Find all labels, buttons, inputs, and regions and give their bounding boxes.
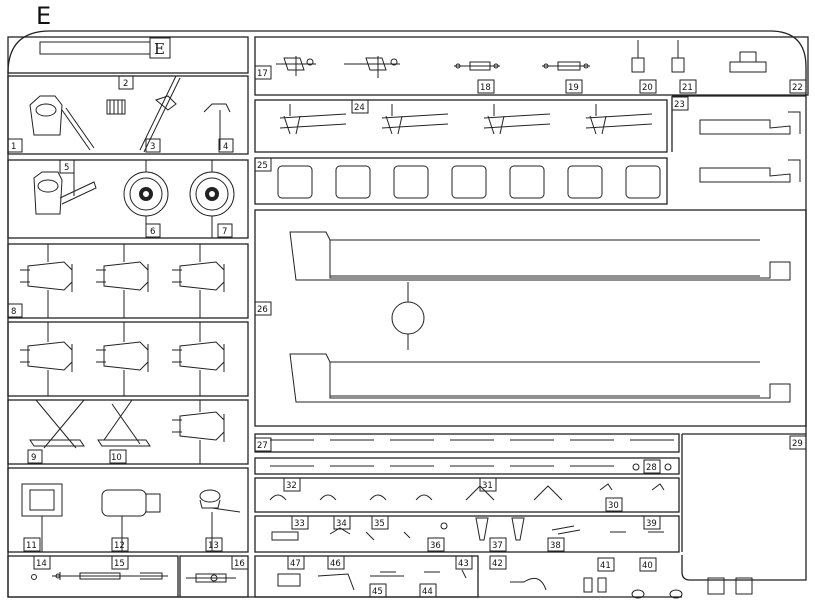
- part-26-drawing: [289, 231, 791, 403]
- part-number-12: 12: [114, 541, 125, 551]
- part-number-14: 14: [36, 559, 47, 569]
- parts-30-32-drawing: [269, 483, 665, 501]
- frame-part-16: [179, 555, 249, 598]
- part-4-drawing: [203, 103, 231, 150]
- part-14-15-drawing: [31, 572, 168, 580]
- frame-part-27: [254, 433, 680, 453]
- part-number-3: 3: [150, 142, 155, 152]
- part-number-30: 30: [608, 501, 619, 511]
- part-number-19: 19: [568, 83, 579, 93]
- parts-17-22-drawing: [276, 40, 767, 78]
- part-3-drawing: [139, 75, 181, 153]
- frame-parts-30-32: [254, 477, 680, 513]
- part-7-wheel: [189, 160, 235, 238]
- parts-40-42-drawing: [510, 577, 753, 599]
- part-number-28: 28: [646, 463, 657, 473]
- part-number-16: 16: [234, 559, 245, 569]
- part-number-45: 45: [372, 587, 383, 597]
- part-13-drawing: [199, 489, 241, 552]
- frame-part-25: [254, 157, 668, 205]
- part-number-18: 18: [480, 83, 491, 93]
- part-number-8: 8: [11, 307, 16, 317]
- part-number-29: 29: [792, 439, 803, 449]
- part-number-38: 38: [550, 541, 561, 551]
- frame-part-8b: [7, 321, 249, 397]
- parts-33-39-drawing: [271, 517, 664, 541]
- frame-parts-43-47: [254, 555, 479, 598]
- part-11-drawing: [21, 483, 63, 552]
- frame-part-23: [671, 95, 806, 152]
- part-number-47: 47: [290, 559, 301, 569]
- part-5-drawing: [33, 166, 97, 215]
- part-number-34: 34: [336, 519, 347, 529]
- part-number-4: 4: [223, 142, 228, 152]
- frame-parts-33-39: [254, 515, 680, 553]
- part-number-6: 6: [150, 227, 155, 237]
- parts-43-47-drawing: [277, 569, 467, 591]
- part-number-11: 11: [26, 541, 37, 551]
- part-12-drawing: [101, 489, 161, 552]
- part-number-labels: 1 2 3 4 5 6 7 8 9 10 11 12 13 14 15 16 1…: [7, 65, 807, 598]
- frame-part-24: [254, 99, 668, 153]
- part-2-drawing: [106, 99, 126, 115]
- part-number-31: 31: [482, 481, 493, 491]
- frame-parts-17-22: [254, 36, 809, 96]
- part-16-drawing: [186, 573, 236, 583]
- frame-part-8: [7, 243, 249, 319]
- part-8-brackets: [20, 244, 225, 396]
- part-number-26: 26: [257, 305, 268, 315]
- part-number-42: 42: [492, 559, 503, 569]
- part-number-46: 46: [330, 559, 341, 569]
- part-number-27: 27: [257, 441, 268, 451]
- part-number-2: 2: [123, 79, 128, 89]
- part-27-28-drawing: [270, 439, 674, 471]
- part-number-7: 7: [222, 227, 227, 237]
- frame-part-26: [254, 209, 807, 427]
- part-number-33: 33: [294, 519, 305, 529]
- part-number-15: 15: [114, 559, 125, 569]
- part-number-40: 40: [642, 561, 653, 571]
- part-number-36: 36: [430, 541, 441, 551]
- part-number-22: 22: [792, 83, 803, 93]
- part-number-10: 10: [111, 453, 122, 463]
- part-24-drawing: [279, 104, 653, 135]
- frame-parts-11-13: [7, 467, 249, 553]
- part-number-5: 5: [64, 163, 69, 173]
- part-number-24: 24: [354, 103, 365, 113]
- part-8c-bracket: [172, 400, 225, 464]
- part-1-drawing: [29, 95, 95, 151]
- part-number-35: 35: [374, 519, 385, 529]
- part-number-44: 44: [422, 587, 433, 597]
- part-number-39: 39: [646, 519, 657, 529]
- part-number-23: 23: [674, 100, 685, 110]
- frame-parts-14-15: [7, 555, 179, 598]
- part-number-25: 25: [257, 161, 268, 171]
- tab-frame: [7, 36, 249, 74]
- part-number-41: 41: [600, 561, 611, 571]
- part-9-drawing: [29, 399, 85, 449]
- part-number-9: 9: [31, 453, 36, 463]
- part-number-17: 17: [257, 69, 268, 79]
- sprue-letter-tab: [149, 37, 171, 59]
- part-23-drawing: [699, 111, 801, 183]
- sprue-letter-tab-label: E: [154, 40, 165, 58]
- part-number-37: 37: [492, 541, 503, 551]
- part-25-drawing: [277, 165, 661, 199]
- part-number-20: 20: [642, 83, 653, 93]
- part-number-21: 21: [682, 83, 693, 93]
- frame-part-28: [254, 457, 680, 475]
- name-tab: [39, 41, 151, 55]
- part-number-1: 1: [11, 142, 16, 152]
- part-number-43: 43: [458, 559, 469, 569]
- frame-part-29: [681, 433, 806, 552]
- frame-parts-9-10: [7, 399, 249, 465]
- frame-parts-5-7: [7, 159, 249, 239]
- part-number-13: 13: [208, 541, 219, 551]
- part-number-32: 32: [286, 481, 297, 491]
- sprue-letter: E: [36, 2, 51, 30]
- part-10-drawing: [97, 399, 151, 447]
